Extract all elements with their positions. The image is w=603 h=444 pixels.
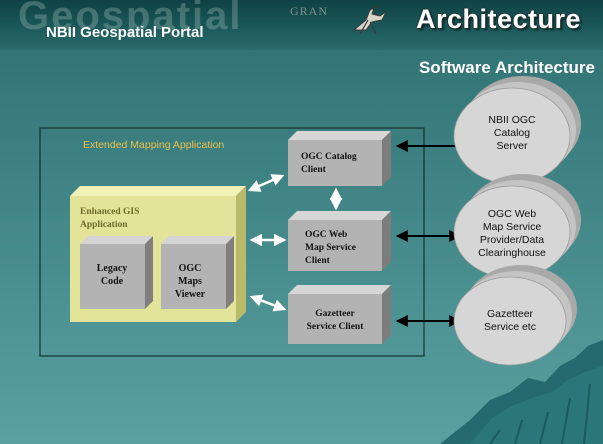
gazetteer-client-box: Gazetteer Service Client: [288, 285, 391, 344]
container-label: Extended Mapping Application: [83, 139, 224, 151]
catalog-server: NBII OGC Catalog Server: [453, 76, 581, 185]
gis-app-label-1: Enhanced GIS: [80, 207, 139, 217]
extended-mapping-container: [39, 127, 425, 357]
ogc-wms-client-box: OGC Web Map Service Client: [288, 211, 391, 271]
wms-provider-label-1: OGC Web: [488, 208, 536, 220]
gis-gazetteer-arrow: [249, 294, 287, 312]
wms-client-label-3: Client: [305, 256, 331, 266]
legacy-label-2: Code: [101, 276, 124, 287]
catalog-client-label-1: OGC Catalog: [301, 152, 357, 162]
portal-title: NBII Geospatial Portal: [46, 24, 204, 41]
legacy-code-box: Legacy Code: [80, 236, 153, 309]
gazetteer-service-label-2: Service etc: [484, 321, 536, 333]
header-watermark: Geospatial: [18, 0, 243, 38]
wms-client-label-2: Map Service: [305, 243, 356, 253]
viewer-label-3: Viewer: [175, 289, 206, 300]
gazetteer-client-label-2: Service Client: [307, 322, 365, 332]
catalog-client-label-2: Client: [301, 165, 327, 175]
slide-subtitle: Software Architecture: [418, 58, 595, 77]
catalog-server-label-3: Server: [497, 140, 528, 152]
catalog-server-label-1: NBII OGC: [488, 114, 536, 126]
ogc-maps-viewer-box: OGC Maps Viewer: [161, 236, 234, 309]
wms-provider-label-3: Provider/Data: [480, 234, 544, 246]
wms-provider-server: OGC Web Map Service Provider/Data Cleari…: [453, 174, 581, 279]
gis-catalog-arrow: [247, 174, 285, 192]
legacy-label-1: Legacy: [97, 263, 128, 274]
wms-client-label-1: OGC Web: [305, 230, 347, 240]
gazetteer-client-label-1: Gazetteer: [315, 309, 355, 319]
viewer-label-1: OGC: [179, 263, 202, 274]
gis-app-label-2: Application: [80, 220, 128, 230]
header-watermark-word: GRAN: [290, 4, 329, 18]
gazetteer-service-label-1: Gazetteer: [487, 308, 534, 320]
ogc-catalog-client-box: OGC Catalog Client: [288, 131, 391, 186]
wms-provider-label-2: Map Service: [483, 221, 542, 233]
catalog-server-label-2: Catalog: [494, 127, 530, 139]
header-band: Geospatial GRAN NBII Geospatial Portal A…: [0, 0, 603, 50]
viewer-label-2: Maps: [178, 276, 202, 287]
gazetteer-service: Gazetteer Service etc: [453, 265, 577, 366]
section-title: Architecture: [415, 4, 581, 34]
heron-icon: [352, 5, 388, 35]
wms-provider-label-4: Clearinghouse: [478, 247, 546, 259]
